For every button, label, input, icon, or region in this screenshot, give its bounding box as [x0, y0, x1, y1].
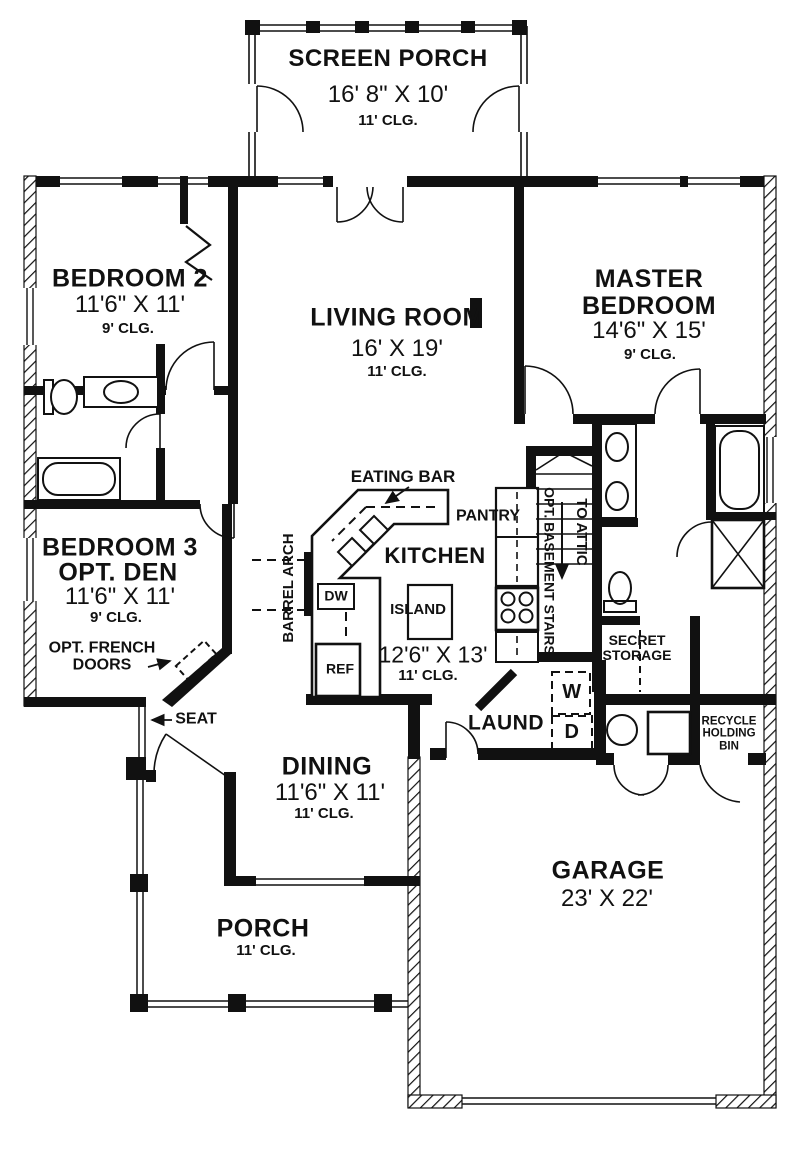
laundry-angled-wall	[474, 668, 518, 712]
label-garage-dims: 23' X 22'	[561, 885, 653, 913]
hall-bath-fixtures	[37, 376, 159, 501]
stairs	[535, 451, 593, 580]
label-porch-clg: 11' CLG.	[236, 941, 296, 959]
label-bedroom3-name: BEDROOM 3	[42, 533, 198, 562]
label-pantry: PANTRY	[456, 507, 520, 525]
label-dining-dims: 11'6" X 11'	[274, 779, 386, 807]
label-dishwasher: DW	[324, 587, 348, 604]
label-screen-porch-name: SCREEN PORCH	[288, 45, 488, 73]
label-living-dims: 16' X 19'	[351, 335, 443, 363]
label-living-name: LIVING ROOM	[310, 303, 484, 332]
bifold-closet-doors	[184, 225, 213, 281]
label-bedroom2-clg: 9' CLG.	[102, 319, 154, 337]
label-basement-stairs: OPT. BASEMENT STAIRS	[541, 487, 558, 655]
label-refrigerator: REF	[326, 660, 354, 677]
label-dryer: D	[564, 721, 580, 744]
door-swings	[125, 341, 741, 803]
label-eating-bar: EATING BAR	[350, 466, 456, 486]
label-master-name: MASTER BEDROOM	[581, 265, 717, 320]
label-living-clg: 11' CLG.	[367, 362, 427, 380]
label-kitchen-clg: 11' CLG.	[398, 666, 458, 684]
label-screen-porch-clg: 11' CLG.	[358, 111, 418, 129]
label-kitchen-dims: 12'6" X 13'	[378, 641, 488, 668]
label-bedroom3-clg: 9' CLG.	[90, 608, 142, 626]
screen-porch-structure	[245, 20, 528, 178]
label-recycle-bin: RECYCLE HOLDING BIN	[701, 715, 757, 753]
label-kitchen-name: KITCHEN	[384, 543, 486, 569]
label-porch-name: PORCH	[216, 914, 310, 943]
label-garage-name: GARAGE	[551, 856, 665, 885]
label-master-dims: 14'6" X 15'	[592, 317, 706, 345]
label-island: ISLAND	[390, 600, 446, 618]
annotation-arrows	[147, 486, 410, 727]
label-seat: SEAT	[175, 710, 217, 728]
label-washer: W	[562, 681, 582, 704]
opt-french-doors-outline	[174, 639, 218, 681]
label-bedroom2-dims: 11'6" X 11'	[74, 291, 186, 319]
label-secret-storage: SECRET STORAGE	[602, 631, 672, 663]
label-bedroom3-alt: OPT. DEN	[58, 558, 178, 587]
master-bath-fixtures	[597, 423, 766, 692]
label-dining-clg: 11' CLG.	[294, 804, 354, 822]
label-master-clg: 9' CLG.	[624, 345, 676, 363]
label-to-attic: TO ATTIC	[573, 498, 591, 566]
label-laundry-name: LAUND	[468, 711, 544, 735]
windows	[22, 174, 778, 601]
label-bedroom2-name: BEDROOM 2	[52, 264, 208, 293]
label-barrel-arch: BARREL ARCH	[279, 533, 297, 643]
laundry-garage-fixtures	[551, 671, 692, 759]
label-bedroom3-dims: 11'6" X 11'	[64, 583, 176, 611]
label-screen-porch-dims: 16' 8" X 10'	[327, 81, 449, 109]
label-dining-name: DINING	[281, 752, 373, 781]
label-opt-french-doors: OPT. FRENCH DOORS	[48, 639, 156, 674]
porch-structure	[126, 757, 408, 1012]
kitchen-fixtures	[252, 486, 540, 699]
